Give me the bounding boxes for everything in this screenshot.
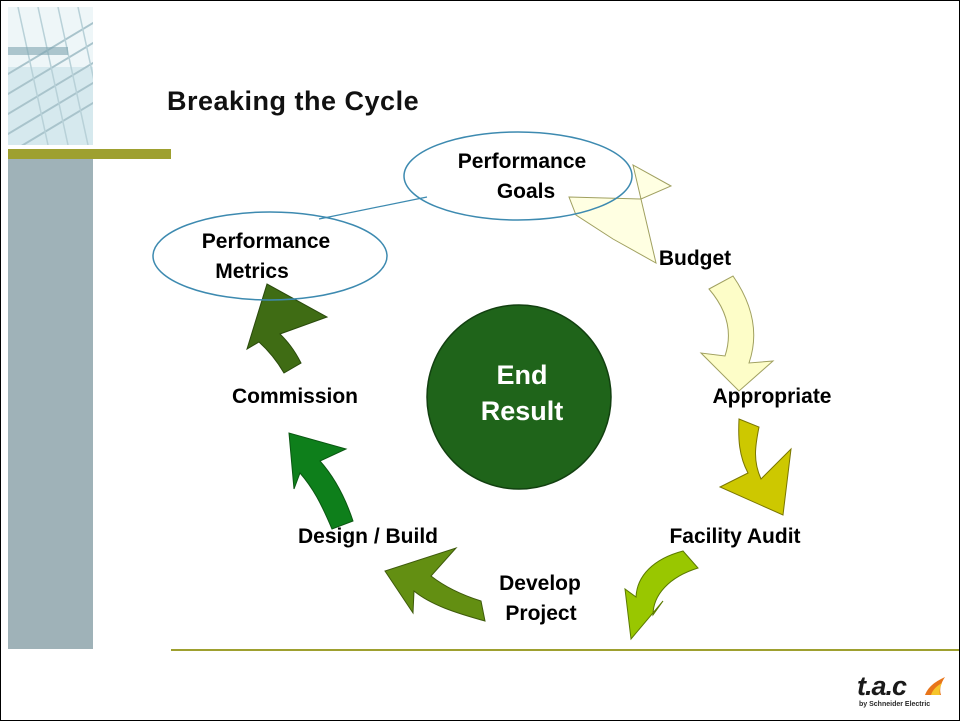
step-budget: Budget (659, 247, 731, 270)
olive-rule-top (8, 149, 171, 159)
metrics-line1: Performance (202, 230, 330, 253)
arrow-budget-to-appropriate (699, 275, 775, 392)
goals-line2: Goals (497, 180, 555, 203)
arrow-commission-to-metrics (246, 283, 329, 374)
olive-rule-bottom (171, 649, 959, 651)
tac-logo: t.a.c by Schneider Electric (853, 671, 953, 713)
step-facility-audit: Facility Audit (669, 525, 800, 548)
building-photo-decoration (8, 7, 93, 145)
metrics-line2: Metrics (215, 260, 289, 283)
end-result-line2: Result (481, 396, 564, 426)
arrow-goals-to-budget (568, 164, 673, 264)
step-develop-line1: Develop (499, 572, 581, 595)
logo-subtitle: by Schneider Electric (859, 701, 931, 708)
performance-metrics-oval (152, 211, 388, 301)
step-commission: Commission (232, 385, 358, 408)
oval-connector (318, 196, 428, 220)
performance-goals-oval (403, 131, 633, 221)
arrow-appropriate-to-audit (718, 418, 792, 516)
end-result-circle (426, 304, 612, 490)
step-develop-line2: Project (505, 602, 576, 625)
flame-icon (925, 677, 945, 695)
logo-wordmark: t.a.c (857, 671, 907, 701)
goals-line1: Performance (458, 150, 586, 173)
arrow-develop-to-design (384, 546, 486, 622)
step-design-build: Design / Build (298, 525, 438, 548)
sidebar-bar (8, 159, 93, 649)
slide-title: Breaking the Cycle (167, 86, 420, 116)
arrow-design-to-commission (288, 432, 354, 530)
step-appropriate: Appropriate (712, 385, 831, 408)
end-result-line1: End (497, 360, 548, 390)
arrow-audit-to-develop (624, 550, 699, 641)
